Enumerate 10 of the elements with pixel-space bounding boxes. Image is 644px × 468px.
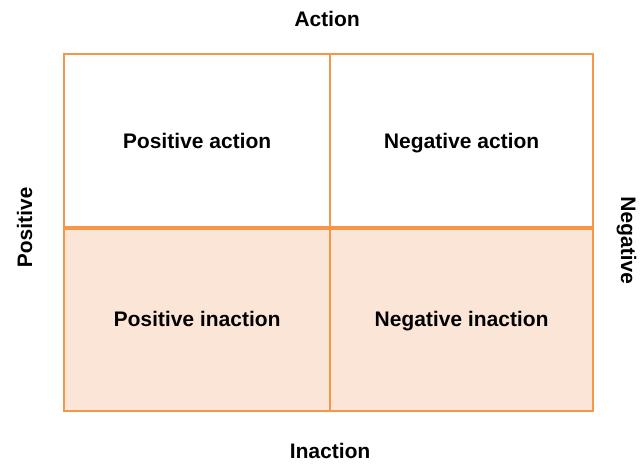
axis-label: Inaction <box>290 440 370 464</box>
quadrant-box <box>329 226 594 412</box>
quadrant-label: Positive action <box>122 130 272 154</box>
axis-label: Action <box>294 8 360 32</box>
axis-label: Positive <box>14 186 38 268</box>
quadrant-label: Negative inaction <box>374 308 548 332</box>
quadrant-label: Negative action <box>384 130 540 154</box>
axis-label: Negative <box>615 196 639 284</box>
quadrant-label: Positive inaction <box>114 308 280 332</box>
quadrant-box <box>63 226 331 412</box>
